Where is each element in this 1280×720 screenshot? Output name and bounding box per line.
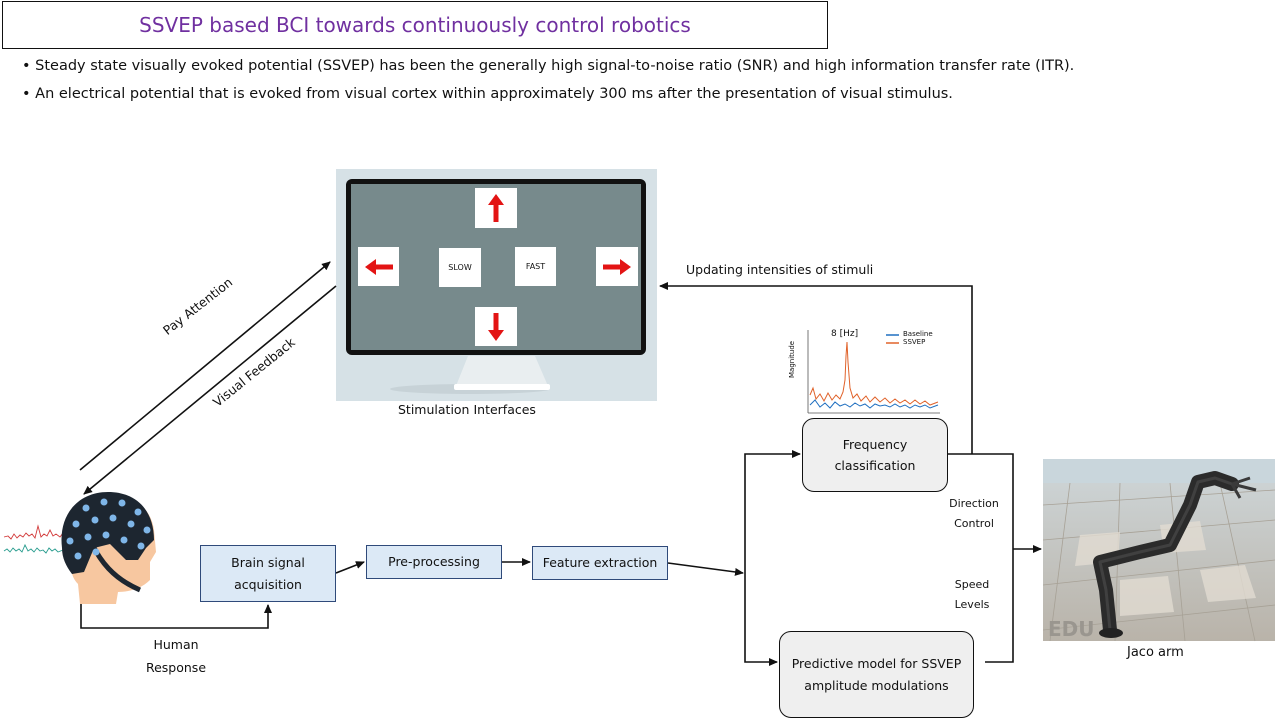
eeg-trace-teal [3, 543, 64, 554]
arrow-right-icon [603, 258, 631, 275]
jaco-arm-scene [1042, 459, 1276, 642]
stimulation-caption: Stimulation Interfaces [398, 402, 536, 417]
predictive-line1: Predictive model for SSVEP [791, 656, 962, 672]
human-response-line1: Human [153, 637, 199, 652]
control-merge-line [948, 453, 1014, 663]
spectrum-legend-ssvep: SSVEP [903, 338, 926, 346]
pre-processing-block: Pre-processing [366, 545, 502, 579]
arrow-down-icon [488, 312, 504, 341]
acquisition-line1: Brain signal [231, 555, 305, 571]
speed-line2: Levels [954, 597, 990, 611]
stimulus-fast[interactable]: FAST [515, 247, 556, 286]
human-response-label: Human Response [136, 634, 216, 679]
spectrum-ssvep-line [809, 341, 939, 406]
human-response-arrow [80, 598, 272, 629]
direction-control-label: Direction Control [944, 494, 1004, 534]
updating-intensities-arrow [659, 282, 973, 454]
stimulus-right[interactable] [596, 247, 638, 286]
spectrum-ylabel: Magnitude [788, 340, 796, 378]
speed-line1: Speed [954, 578, 990, 591]
robot-watermark: EDU [1048, 617, 1095, 641]
frequency-classification-block: Frequency classification [802, 418, 948, 492]
spectrum-baseline-line [809, 399, 939, 409]
frequency-line1: Frequency [842, 436, 908, 452]
predictive-line2: amplitude modulations [804, 677, 949, 693]
arrow-up-icon [488, 194, 504, 222]
arrow-left-icon [364, 258, 393, 275]
split-to-frequency-arrow [744, 450, 801, 573]
stimulus-left[interactable] [358, 247, 399, 286]
ssvep-spectrum-plot [807, 330, 940, 414]
speed-levels-label: Speed Levels [944, 575, 1000, 615]
acquisition-line2: acquisition [234, 576, 302, 592]
brain-signal-acquisition-block: Brain signal acquisition [200, 545, 336, 602]
spectrum-peak-label: 8 [Hz] [831, 329, 859, 339]
pay-attention-arrow [79, 261, 331, 471]
stimulus-slow[interactable]: SLOW [439, 248, 481, 287]
direction-line1: Direction [949, 497, 999, 510]
split-to-predictive-arrow [744, 573, 778, 666]
visual-feedback-arrow [83, 285, 337, 495]
jaco-arm-caption: Jaco arm [1127, 645, 1184, 660]
bullet-ssvep-definition: • Steady state visually evoked potential… [22, 58, 1075, 74]
updating-intensities-label: Updating intensities of stimuli [686, 262, 874, 277]
human-response-line2: Response [145, 659, 207, 675]
page-title: SSVEP based BCI towards continuously con… [139, 13, 691, 37]
frequency-line2: classification [834, 458, 916, 473]
eeg-trace-red [3, 524, 64, 540]
predictive-model-block: Predictive model for SSVEP amplitude mod… [779, 631, 974, 718]
stimulus-down[interactable] [475, 307, 517, 346]
spectrum-legend-baseline: Baseline [903, 330, 933, 338]
eeg-head-illustration [61, 492, 156, 604]
direction-line2: Control [954, 516, 994, 530]
feature-to-split-arrow [667, 562, 744, 576]
stimulus-up[interactable] [475, 188, 517, 228]
title-box: SSVEP based BCI towards continuously con… [2, 1, 828, 49]
bullet-evoked-potential: • An electrical potential that is evoked… [22, 86, 953, 102]
acquisition-to-preprocessing-arrow [335, 561, 365, 574]
feature-extraction-block: Feature extraction [532, 546, 668, 580]
